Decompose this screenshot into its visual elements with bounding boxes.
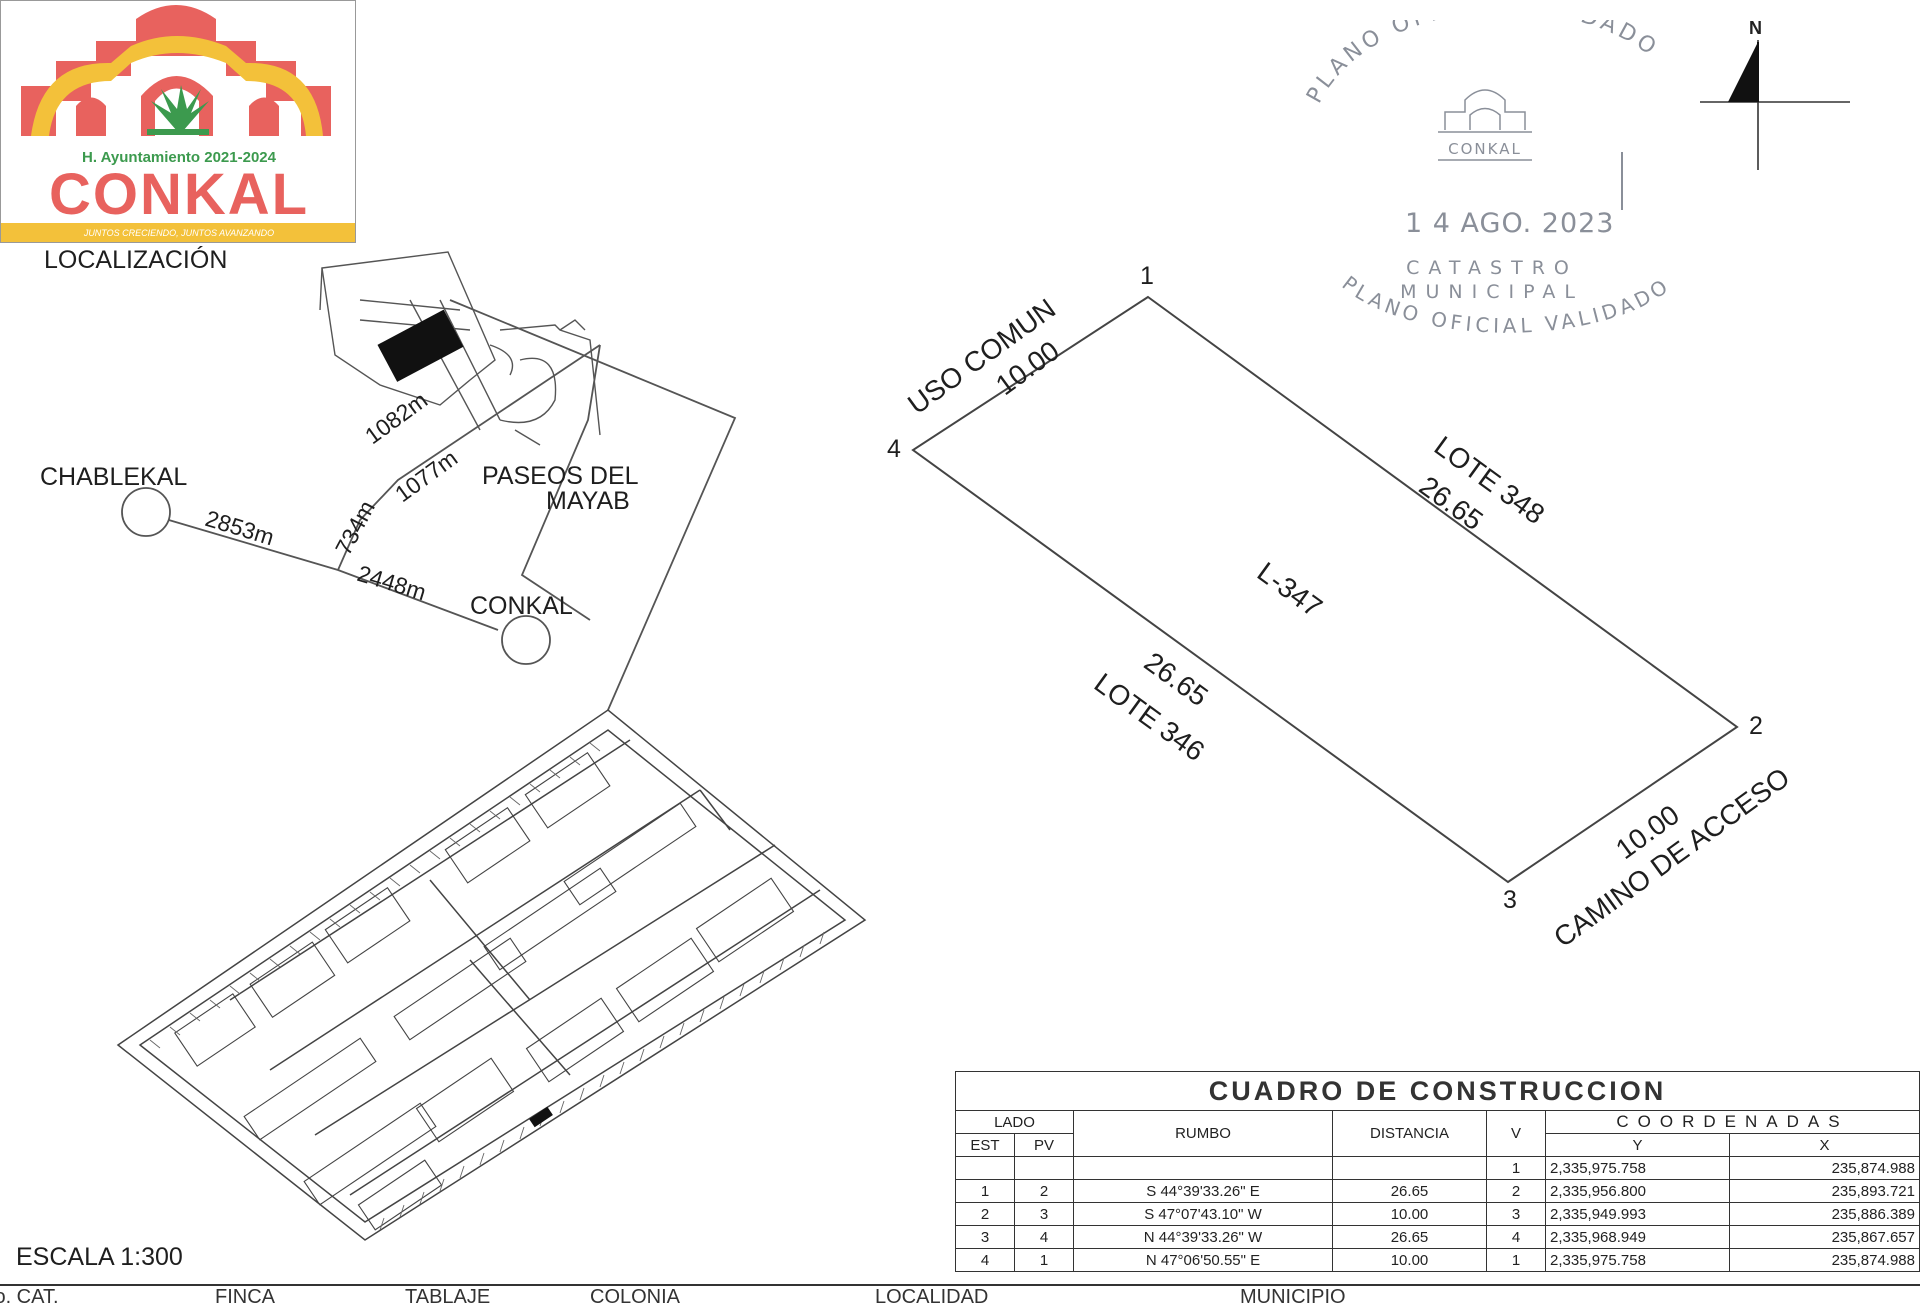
table-row: 1 2,335,975.758 235,874.988: [955, 1156, 1920, 1180]
logo-ayuntamiento: H. Ayuntamiento 2021-2024: [82, 149, 276, 166]
stamp-logo-text: CONKAL: [1448, 140, 1522, 158]
header-rumbo: RUMBO: [1073, 1110, 1333, 1157]
vertex-4: 4: [887, 435, 901, 463]
header-y: Y: [1545, 1133, 1730, 1157]
cadastre-stamp: PLANO OFICIAL VALIDADO PLANO OFICIAL VAL…: [1302, 20, 1671, 338]
header-pv: PV: [1014, 1133, 1074, 1157]
construction-table: CUADRO DE CONSTRUCCION LADO RUMBO DISTAN…: [955, 1071, 1920, 1272]
footer-tablaje: TABLAJE: [405, 1286, 491, 1308]
header-lado: LADO: [955, 1110, 1074, 1134]
upper-subdivision-dark-block: [377, 309, 464, 382]
footer-cat: No. CAT.: [0, 1286, 59, 1308]
table-row: 1 2 S 44°39'33.26" E 26.65 2 2,335,956.8…: [955, 1179, 1920, 1203]
place-label-paseos-1: PASEOS DEL: [482, 462, 639, 490]
header-x: X: [1729, 1133, 1920, 1157]
lower-subdivision-plan: [116, 709, 867, 1241]
place-label-paseos-2: MAYAB: [546, 487, 630, 515]
scale-label: ESCALA 1:300: [16, 1243, 183, 1271]
footer-info-row: No. CAT. FINCA TABLAJE COLONIA LOCALIDAD…: [0, 1284, 1920, 1308]
chablekal-marker: [121, 487, 171, 537]
location-map: [116, 251, 867, 1241]
header-coordenadas: COORDENADAS: [1545, 1110, 1920, 1134]
place-label-chablekal: CHABLEKAL: [40, 463, 188, 491]
table-row: 4 1 N 47°06'50.55" E 10.00 1 2,335,975.7…: [955, 1248, 1920, 1272]
header-distancia: DISTANCIA: [1332, 1110, 1487, 1157]
stamp-logo-icon: [1438, 89, 1532, 161]
logo-emblem-icon: [21, 5, 331, 136]
place-label-conkal: CONKAL: [470, 592, 573, 620]
north-label: N: [1749, 18, 1762, 38]
table-row: 2 3 S 47°07'43.10" W 10.00 3 2,335,949.9…: [955, 1202, 1920, 1226]
logo-name: CONKAL: [48, 162, 310, 227]
lot-outline: [911, 295, 1739, 884]
table-title: CUADRO DE CONSTRUCCION: [955, 1071, 1920, 1111]
location-title: LOCALIZACIÓN: [44, 246, 228, 274]
vertex-3: 3: [1503, 886, 1517, 914]
lower-subdivision-lot-marker: [529, 1106, 553, 1128]
header-est: EST: [955, 1133, 1015, 1157]
footer-colonia: COLONIA: [590, 1286, 681, 1308]
footer-localidad: LOCALIDAD: [875, 1286, 989, 1308]
footer-finca: FINCA: [215, 1286, 275, 1308]
stamp-line1: CATASTRO: [1406, 257, 1578, 279]
footer-municipio: MUNICIPIO: [1240, 1286, 1346, 1308]
header-v: V: [1486, 1110, 1546, 1157]
vertex-1: 1: [1140, 262, 1154, 290]
stamp-date: 1 4 AGO. 2023: [1405, 208, 1614, 239]
north-arrow-icon: [1700, 40, 1850, 170]
municipality-logo: H. Ayuntamiento 2021-2024 CONKAL JUNTOS …: [0, 0, 356, 243]
conkal-marker: [501, 615, 551, 665]
table-row: 3 4 N 44°39'33.26" W 26.65 4 2,335,968.9…: [955, 1225, 1920, 1249]
logo-slogan: JUNTOS CRECIENDO, JUNTOS AVANZANDO: [1, 223, 355, 242]
vertex-2: 2: [1749, 712, 1763, 740]
stamp-line2: MUNICIPAL: [1400, 281, 1584, 303]
